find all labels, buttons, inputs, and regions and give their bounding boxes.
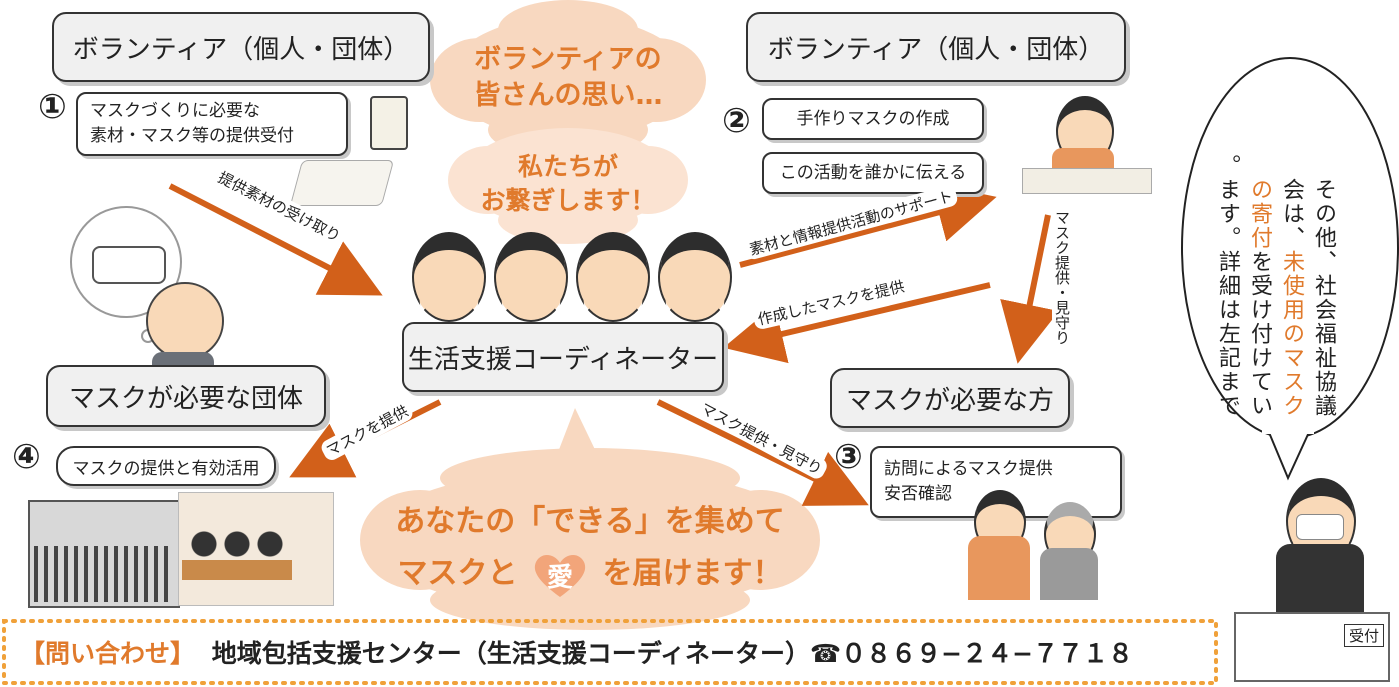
speech-col1: その他、社会福祉協議 — [1311, 178, 1336, 418]
step-2-item-2-text: この活動を誰かに伝える — [779, 162, 967, 183]
arrow-label-provide-watch-v: マスク提供・見守り — [1052, 210, 1072, 345]
heart-text: 愛 — [546, 562, 573, 593]
speech-col4: ます。詳細は左記まで。 — [1215, 154, 1240, 418]
step-3-number: ③ — [834, 437, 863, 477]
step-3-line1: 訪問によるマスク提供 — [884, 459, 1053, 480]
speech-col3: の寄付を受け付けてい — [1247, 178, 1272, 418]
volunteer-right-title: ボランティア（個人・団体） — [767, 34, 1105, 65]
cloud-bottom-line2: マスクと 愛 を届けます！ — [360, 548, 820, 600]
step-1-box: マスクづくりに必要な 素材・マスク等の提供受付 — [76, 92, 348, 156]
step-4-box: マスクの提供と有効活用 — [56, 446, 276, 486]
cloud-bottom-line2b: を届けます！ — [602, 556, 783, 591]
arrow-made-masks — [723, 282, 991, 364]
speech-text: その他、社会福祉協議 会は、未使用のマスク の寄付を受け付けてい ます。詳細は左… — [1212, 118, 1338, 418]
arrow-support — [739, 183, 997, 268]
footer-contact: 【問い合わせ】 地域包括支援センター（生活支援コーディネーター）☎０８６９−２４… — [20, 634, 1133, 670]
cloud-top-line1: ボランティアの — [474, 44, 662, 75]
coordinator-title: 生活支援コーディネーター — [407, 344, 719, 375]
cloud-mid-shape — [448, 128, 688, 244]
arrow-provide-watch — [656, 399, 869, 506]
cloud-top-shape — [430, 0, 706, 158]
coordinators-illustration — [408, 228, 738, 324]
worried-person-illustration — [146, 282, 224, 360]
coordinator-box: 生活支援コーディネーター — [402, 322, 724, 392]
speech-col2: 会は、未使用のマスク — [1279, 178, 1304, 418]
reception-person-illustration — [1256, 478, 1386, 628]
step-2-item-1-text: 手作りマスクの作成 — [796, 108, 950, 129]
footer-text: 地域包括支援センター（生活支援コーディネーター）☎０８６９−２４−７７１８ — [211, 639, 1134, 668]
group-need-header: マスクが必要な団体 — [46, 365, 326, 427]
cloud-top-text: ボランティアの 皆さんの思い… — [450, 42, 686, 114]
cloud-bottom-line1: あなたの「できる」を集めて — [395, 504, 785, 539]
volunteer-left-title: ボランティア（個人・団体） — [72, 34, 410, 65]
waiting-people — [182, 530, 292, 600]
step-2-item-1: 手作りマスクの作成 — [762, 98, 984, 140]
building-gate — [34, 546, 170, 602]
step-4-text: マスクの提供と有効活用 — [72, 458, 260, 479]
cloud-top-line2: 皆さんの思い… — [473, 80, 663, 111]
mask-maker-illustration — [1022, 96, 1152, 194]
cloud-mid-line2: お繋ぎします！ — [480, 186, 656, 215]
speech-bubble-shape — [1181, 57, 1399, 481]
fabric-illustration — [289, 160, 395, 206]
footer-frame — [2, 619, 1218, 685]
mask-icon — [92, 246, 166, 284]
person-need-title: マスクが必要な方 — [845, 385, 1054, 416]
arrow-provide-watch-v — [1000, 214, 1060, 364]
group-need-title: マスクが必要な団体 — [68, 383, 303, 414]
step-1-line2: 素材・マスク等の提供受付 — [90, 126, 294, 146]
reception-desk — [1234, 612, 1390, 682]
cloud-bottom-shape — [360, 408, 820, 630]
volunteer-left-header: ボランティア（個人・団体） — [52, 12, 430, 82]
cloud-mid-text: 私たちが お繋ぎします！ — [460, 150, 676, 218]
step-2-item-2: この活動を誰かに伝える — [762, 152, 984, 194]
cloud-bottom-line2a: マスクと — [397, 556, 518, 591]
step-2-number: ② — [722, 101, 751, 141]
step-4-number: ④ — [12, 437, 41, 477]
cloud-mid-line1: 私たちが — [517, 152, 618, 181]
step-1-line1: マスクづくりに必要な — [90, 101, 260, 122]
arrow-receive — [168, 183, 383, 296]
visit-illustration — [960, 486, 1110, 604]
volunteer-right-header: ボランティア（個人・団体） — [746, 12, 1126, 82]
cloud-bottom-text: あなたの「できる」を集めて マスクと 愛 を届けます！ — [360, 496, 820, 600]
step-3-line2: 安否確認 — [884, 484, 952, 504]
step-1-number: ① — [38, 87, 67, 127]
person-need-header: マスクが必要な方 — [830, 368, 1070, 428]
thread-spool-illustration — [370, 96, 408, 150]
heart-icon: 愛 — [532, 551, 588, 599]
footer-label: 【問い合わせ】 — [20, 639, 196, 668]
reception-sign: 受付 — [1344, 624, 1385, 647]
